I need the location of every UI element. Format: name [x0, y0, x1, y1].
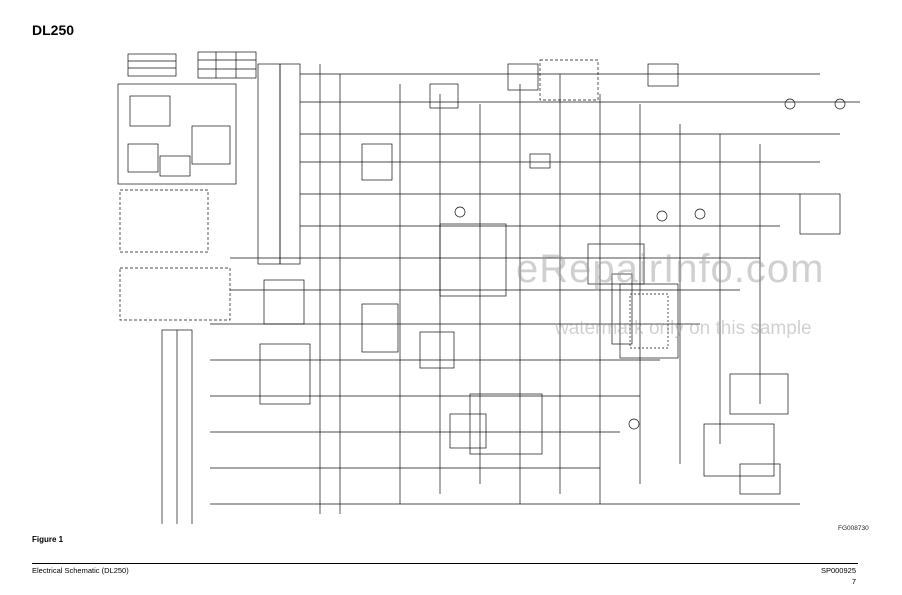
watermark-note: watermark only on this sample [555, 318, 812, 339]
watermark-url: eRepairInfo.com [516, 247, 825, 291]
page-title: DL250 [32, 22, 75, 38]
electrical-schematic-diagram [117, 51, 860, 524]
footer-doc-number: SP000925 [820, 566, 856, 575]
figure-code: FG008730 [838, 525, 869, 532]
footer-divider [32, 563, 858, 564]
footer-page-number: 7 [851, 577, 856, 586]
figure-label: Figure 1 [32, 535, 64, 544]
footer-document-title: Electrical Schematic (DL250) [32, 566, 129, 575]
